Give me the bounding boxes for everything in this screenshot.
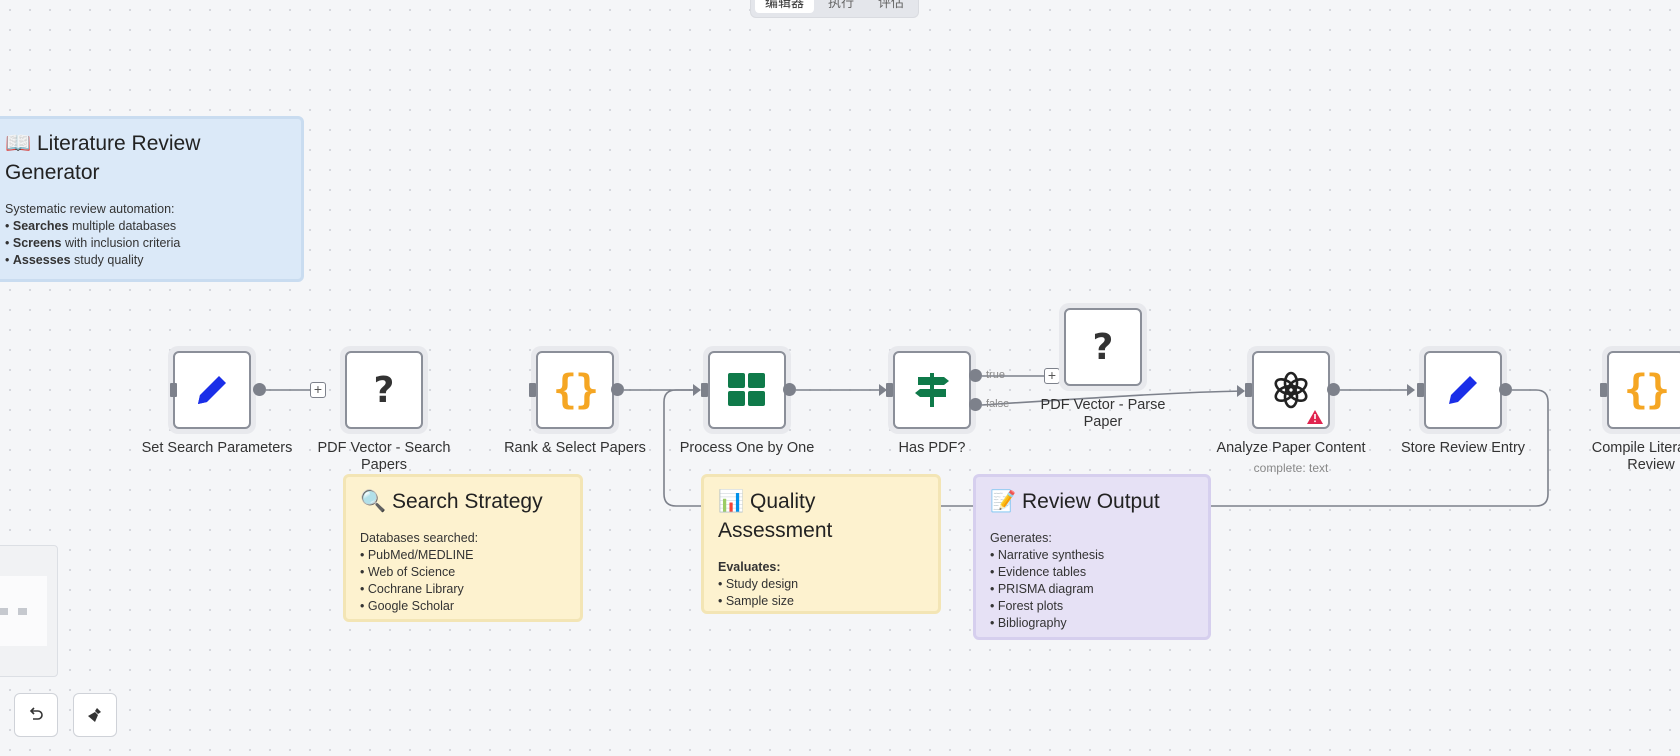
sticky-output-intro: Generates: (990, 531, 1052, 545)
magnifier-icon: 🔍 (360, 490, 387, 513)
tab-evaluation[interactable]: 评估 (878, 0, 905, 10)
node-store-review-entry[interactable] (1419, 346, 1507, 434)
pencil-icon (198, 376, 226, 404)
node-label: PDF Vector - Search Papers (317, 440, 451, 473)
node-analyze-paper-content[interactable] (1247, 346, 1335, 434)
sticky-overview[interactable]: 📖 Literature Review Generator Systematic… (0, 116, 304, 282)
list-item: • Sample size (718, 594, 794, 608)
input-port[interactable] (701, 383, 708, 397)
tab-editor[interactable]: 编辑器 (755, 0, 815, 13)
sticky-quality-title: 📊 Quality Assessment (718, 490, 833, 542)
list-item: • Assesses study quality (5, 253, 144, 267)
node-label: Analyze Paper Content (1216, 440, 1366, 456)
node-label: Store Review Entry (1400, 440, 1526, 456)
list-item: • Evidence tables (990, 565, 1087, 579)
node-rank-select-papers[interactable]: {} (531, 346, 619, 434)
node-label: Rank & Select Papers (504, 440, 646, 456)
code-braces-icon: {} (1623, 367, 1670, 413)
tab-executions[interactable]: 执行 (828, 0, 855, 10)
view-tabs: 编辑器 执行 评估 (750, 0, 920, 18)
branch-label-false: false (986, 398, 1010, 410)
sticky-search-intro: Databases searched: (360, 531, 479, 545)
node-compile-literature-review[interactable]: {} (1602, 346, 1680, 434)
branch-label-true: true (986, 369, 1005, 381)
node-sublabel: complete: text (1253, 461, 1329, 475)
node-label: PDF Vector - Parse Paper (1040, 397, 1166, 430)
list-item: • Narrative synthesis (990, 548, 1105, 562)
list-item: • Searches multiple databases (5, 219, 177, 233)
warning-icon[interactable] (1307, 410, 1323, 424)
node-label: Process One by One (679, 440, 815, 456)
node-label: Has PDF? (898, 440, 966, 456)
signpost-icon (915, 373, 949, 407)
tidy-up-button[interactable] (73, 693, 117, 737)
sticky-overview-title: 📖 Literature Review Generator (5, 132, 201, 184)
add-node-button[interactable]: + (310, 382, 326, 398)
output-port[interactable] (1327, 383, 1340, 396)
list-item: • Study design (718, 577, 799, 591)
output-port[interactable] (253, 383, 266, 396)
output-port-true[interactable] (969, 369, 982, 382)
broom-icon (88, 708, 101, 722)
output-port-false[interactable] (969, 398, 982, 411)
list-item: • Web of Science (360, 565, 456, 579)
input-port[interactable] (886, 383, 893, 397)
node-set-search-parameters[interactable] (168, 346, 256, 434)
sticky-review-output[interactable]: 📝 Review Output Generates: • Narrative s… (973, 474, 1211, 640)
node-label: Set Search Parameters (141, 440, 293, 456)
output-port[interactable] (611, 383, 624, 396)
node-label-clip: Compile Literature Review (1586, 440, 1680, 484)
list-item: • Screens with inclusion criteria (5, 236, 181, 250)
input-port[interactable] (1245, 383, 1252, 397)
list-item: • Google Scholar (360, 599, 455, 613)
chart-icon: 📊 (718, 490, 745, 513)
sticky-search-strategy-title: 🔍 Search Strategy (360, 490, 543, 513)
code-braces-icon: {} (552, 367, 599, 413)
openai-icon (1274, 371, 1308, 409)
memo-icon: 📝 (990, 490, 1017, 513)
node-label: Compile Literature Review (1591, 440, 1680, 473)
input-port[interactable] (1417, 383, 1424, 397)
node-pdf-vector-parse[interactable]: ? (1059, 303, 1147, 391)
output-port[interactable] (783, 383, 796, 396)
undo-button[interactable] (14, 693, 58, 737)
input-port[interactable] (1600, 383, 1607, 397)
output-port[interactable] (1499, 383, 1512, 396)
input-port[interactable] (529, 383, 536, 397)
input-port[interactable] (170, 383, 177, 397)
node-process-one-by-one[interactable] (703, 346, 791, 434)
minimap[interactable] (0, 545, 58, 677)
sticky-quality-assessment[interactable]: 📊 Quality Assessment Evaluates: • Study … (701, 474, 941, 614)
list-item: • PRISMA diagram (990, 582, 1094, 596)
node-has-pdf[interactable] (888, 346, 976, 434)
sticky-review-output-title: 📝 Review Output (990, 490, 1160, 513)
undo-icon (29, 707, 43, 720)
list-item: • Forest plots (990, 599, 1064, 613)
sticky-quality-intro: Evaluates: (718, 560, 781, 574)
pencil-icon (1449, 376, 1477, 404)
grid-icon (728, 373, 765, 406)
question-icon: ? (373, 369, 395, 411)
node-pdf-vector-search[interactable]: ? (340, 346, 428, 434)
list-item: • Cochrane Library (360, 582, 464, 596)
add-node-button[interactable]: + (1044, 368, 1060, 384)
question-icon: ? (1092, 326, 1114, 368)
book-icon: 📖 (5, 132, 32, 155)
list-item: • Bibliography (990, 616, 1067, 630)
list-item: • PubMed/MEDLINE (360, 548, 474, 562)
sticky-search-strategy[interactable]: 🔍 Search Strategy Databases searched: • … (343, 474, 583, 622)
sticky-overview-intro: Systematic review automation: (5, 202, 175, 216)
